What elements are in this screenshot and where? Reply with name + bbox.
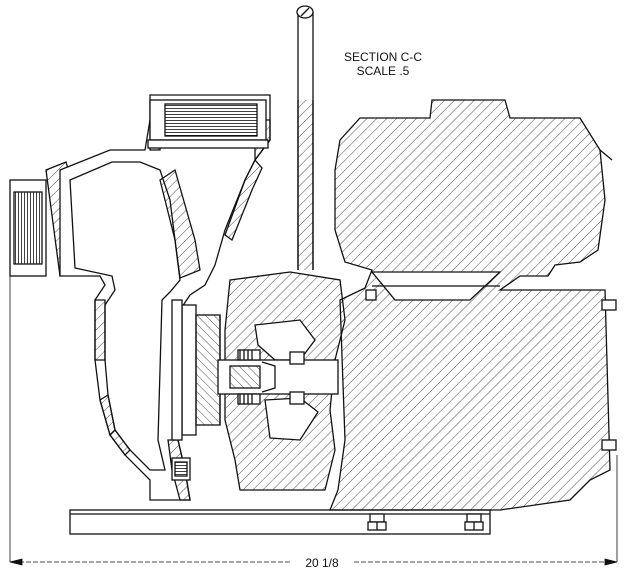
fill-rod bbox=[296, 5, 314, 270]
section-scale-line: SCALE .5 bbox=[356, 64, 410, 78]
engine-block bbox=[329, 99, 617, 511]
base-plate bbox=[69, 509, 491, 535]
overall-dimension-line bbox=[9, 558, 618, 566]
shaft-seal bbox=[217, 349, 339, 405]
discharge-port bbox=[147, 99, 269, 149]
impeller bbox=[171, 299, 221, 441]
overall-length-label: 20 1/8 bbox=[292, 556, 352, 570]
drain-plug bbox=[171, 457, 191, 481]
section-title-line1: SECTION C-C bbox=[344, 50, 422, 64]
extension-lines bbox=[9, 276, 618, 562]
mounting-bolt-left bbox=[367, 513, 387, 531]
section-title: SECTION C-C SCALE .5 bbox=[318, 50, 448, 78]
mounting-bolt-right bbox=[464, 513, 484, 531]
